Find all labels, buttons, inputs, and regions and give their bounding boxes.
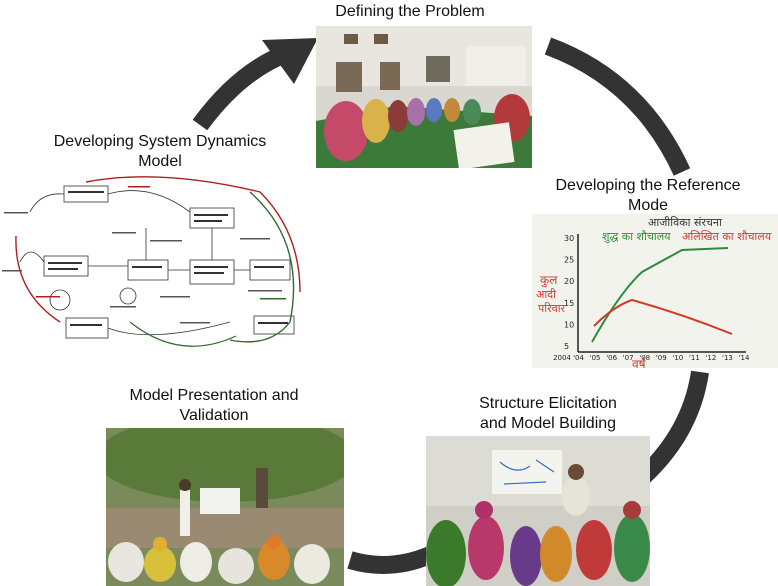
label-structure: Structure Elicitation and Model Building	[430, 394, 666, 434]
arrow-to-reference	[544, 37, 691, 176]
label-structure-line1: Structure Elicitation	[479, 395, 617, 412]
svg-text:कुल: कुल	[540, 273, 558, 288]
ref-x-tick-label: '11	[689, 354, 700, 362]
sd-green-loop	[229, 191, 295, 343]
ref-x-tick-label: '04	[573, 354, 584, 362]
sd-stock-8	[253, 315, 295, 335]
svg-text:अलिखित का शौचालय: अलिखित का शौचालय	[682, 230, 772, 243]
svg-text:आजीविका संरचना: आजीविका संरचना	[648, 216, 722, 229]
ref-y-tick-label: 20	[564, 277, 574, 286]
structure-elicitation-photo	[426, 436, 650, 586]
ref-red-line	[593, 298, 733, 335]
ref-x-tick-label: '09	[656, 354, 667, 362]
label-defining: Defining the Problem	[292, 2, 528, 22]
ref-y-tick-label: 5	[564, 342, 569, 351]
label-sdmodel: Developing System Dynamics Model	[20, 132, 300, 172]
ref-x-tick-label: '10	[672, 354, 683, 362]
svg-text:आदी: आदी	[536, 288, 556, 301]
svg-text:शुद्ध का शौचालय: शुद्ध का शौचालय	[602, 230, 671, 243]
arrow-to-presentation	[347, 546, 434, 574]
sd-stock-7	[65, 317, 109, 339]
svg-text:वर्ष: वर्ष	[632, 357, 647, 368]
label-structure-line2: and Model Building	[479, 415, 617, 432]
label-defining-text: Defining the Problem	[335, 3, 485, 20]
sd-stock-3	[189, 207, 235, 229]
defining-problem-photo	[316, 26, 532, 168]
sd-stock-4	[127, 259, 169, 281]
reference-mode-photo: आजीविका संरचना शुद्ध का शौचालय अलिखित का…	[532, 214, 778, 368]
ref-x-ticks: 2004'04 '05 '06 '07 '08 '09 '10 '11 '12 '13 '14	[553, 354, 750, 362]
ref-y-ticks: 5 10 15 20 25 30	[564, 234, 574, 351]
sd-model-diagram	[0, 172, 306, 362]
ref-x-tick-label: '14	[739, 354, 750, 362]
sd-red-loop	[85, 176, 301, 293]
ref-x-tick-label: '08	[639, 354, 650, 362]
ref-x-tick-label: '13	[722, 354, 733, 362]
ref-x-tick-label: '06	[606, 354, 617, 362]
label-presentation-line2: Validation	[179, 407, 249, 424]
sd-stock-1	[63, 185, 109, 203]
ref-y-tick-label: 15	[564, 299, 574, 308]
sd-stock-2	[43, 255, 89, 277]
ref-x-tick-label: '05	[590, 354, 601, 362]
sd-stock-6	[249, 259, 291, 281]
arrowhead-to-defining	[262, 38, 318, 84]
ref-x-tick-label: '12	[705, 354, 716, 362]
reference-mode-chart: आजीविका संरचना शुद्ध का शौचालय अलिखित का…	[532, 214, 778, 368]
ref-x-tick-label: '07	[623, 354, 634, 362]
ref-y-tick-label: 25	[564, 256, 574, 265]
label-reference-line1: Developing the Reference	[555, 177, 741, 194]
sd-red-loop-2	[15, 235, 61, 323]
label-presentation: Model Presentation and Validation	[96, 386, 332, 426]
label-reference: Developing the Reference Mode	[520, 176, 776, 216]
svg-text:परिवार: परिवार	[538, 302, 566, 315]
arrow-to-defining	[192, 43, 294, 131]
ref-y-tick-label: 30	[564, 234, 574, 243]
ref-y-tick-label: 10	[564, 320, 574, 329]
model-presentation-photo	[106, 428, 344, 586]
label-sdmodel-line1: Developing System Dynamics	[53, 133, 267, 150]
label-sdmodel-line2: Model	[138, 153, 182, 170]
ref-green-line	[591, 247, 729, 343]
ref-x-tick-label: 2004	[553, 354, 571, 362]
label-reference-line2: Mode	[627, 197, 669, 214]
label-presentation-line1: Model Presentation and	[129, 387, 299, 404]
